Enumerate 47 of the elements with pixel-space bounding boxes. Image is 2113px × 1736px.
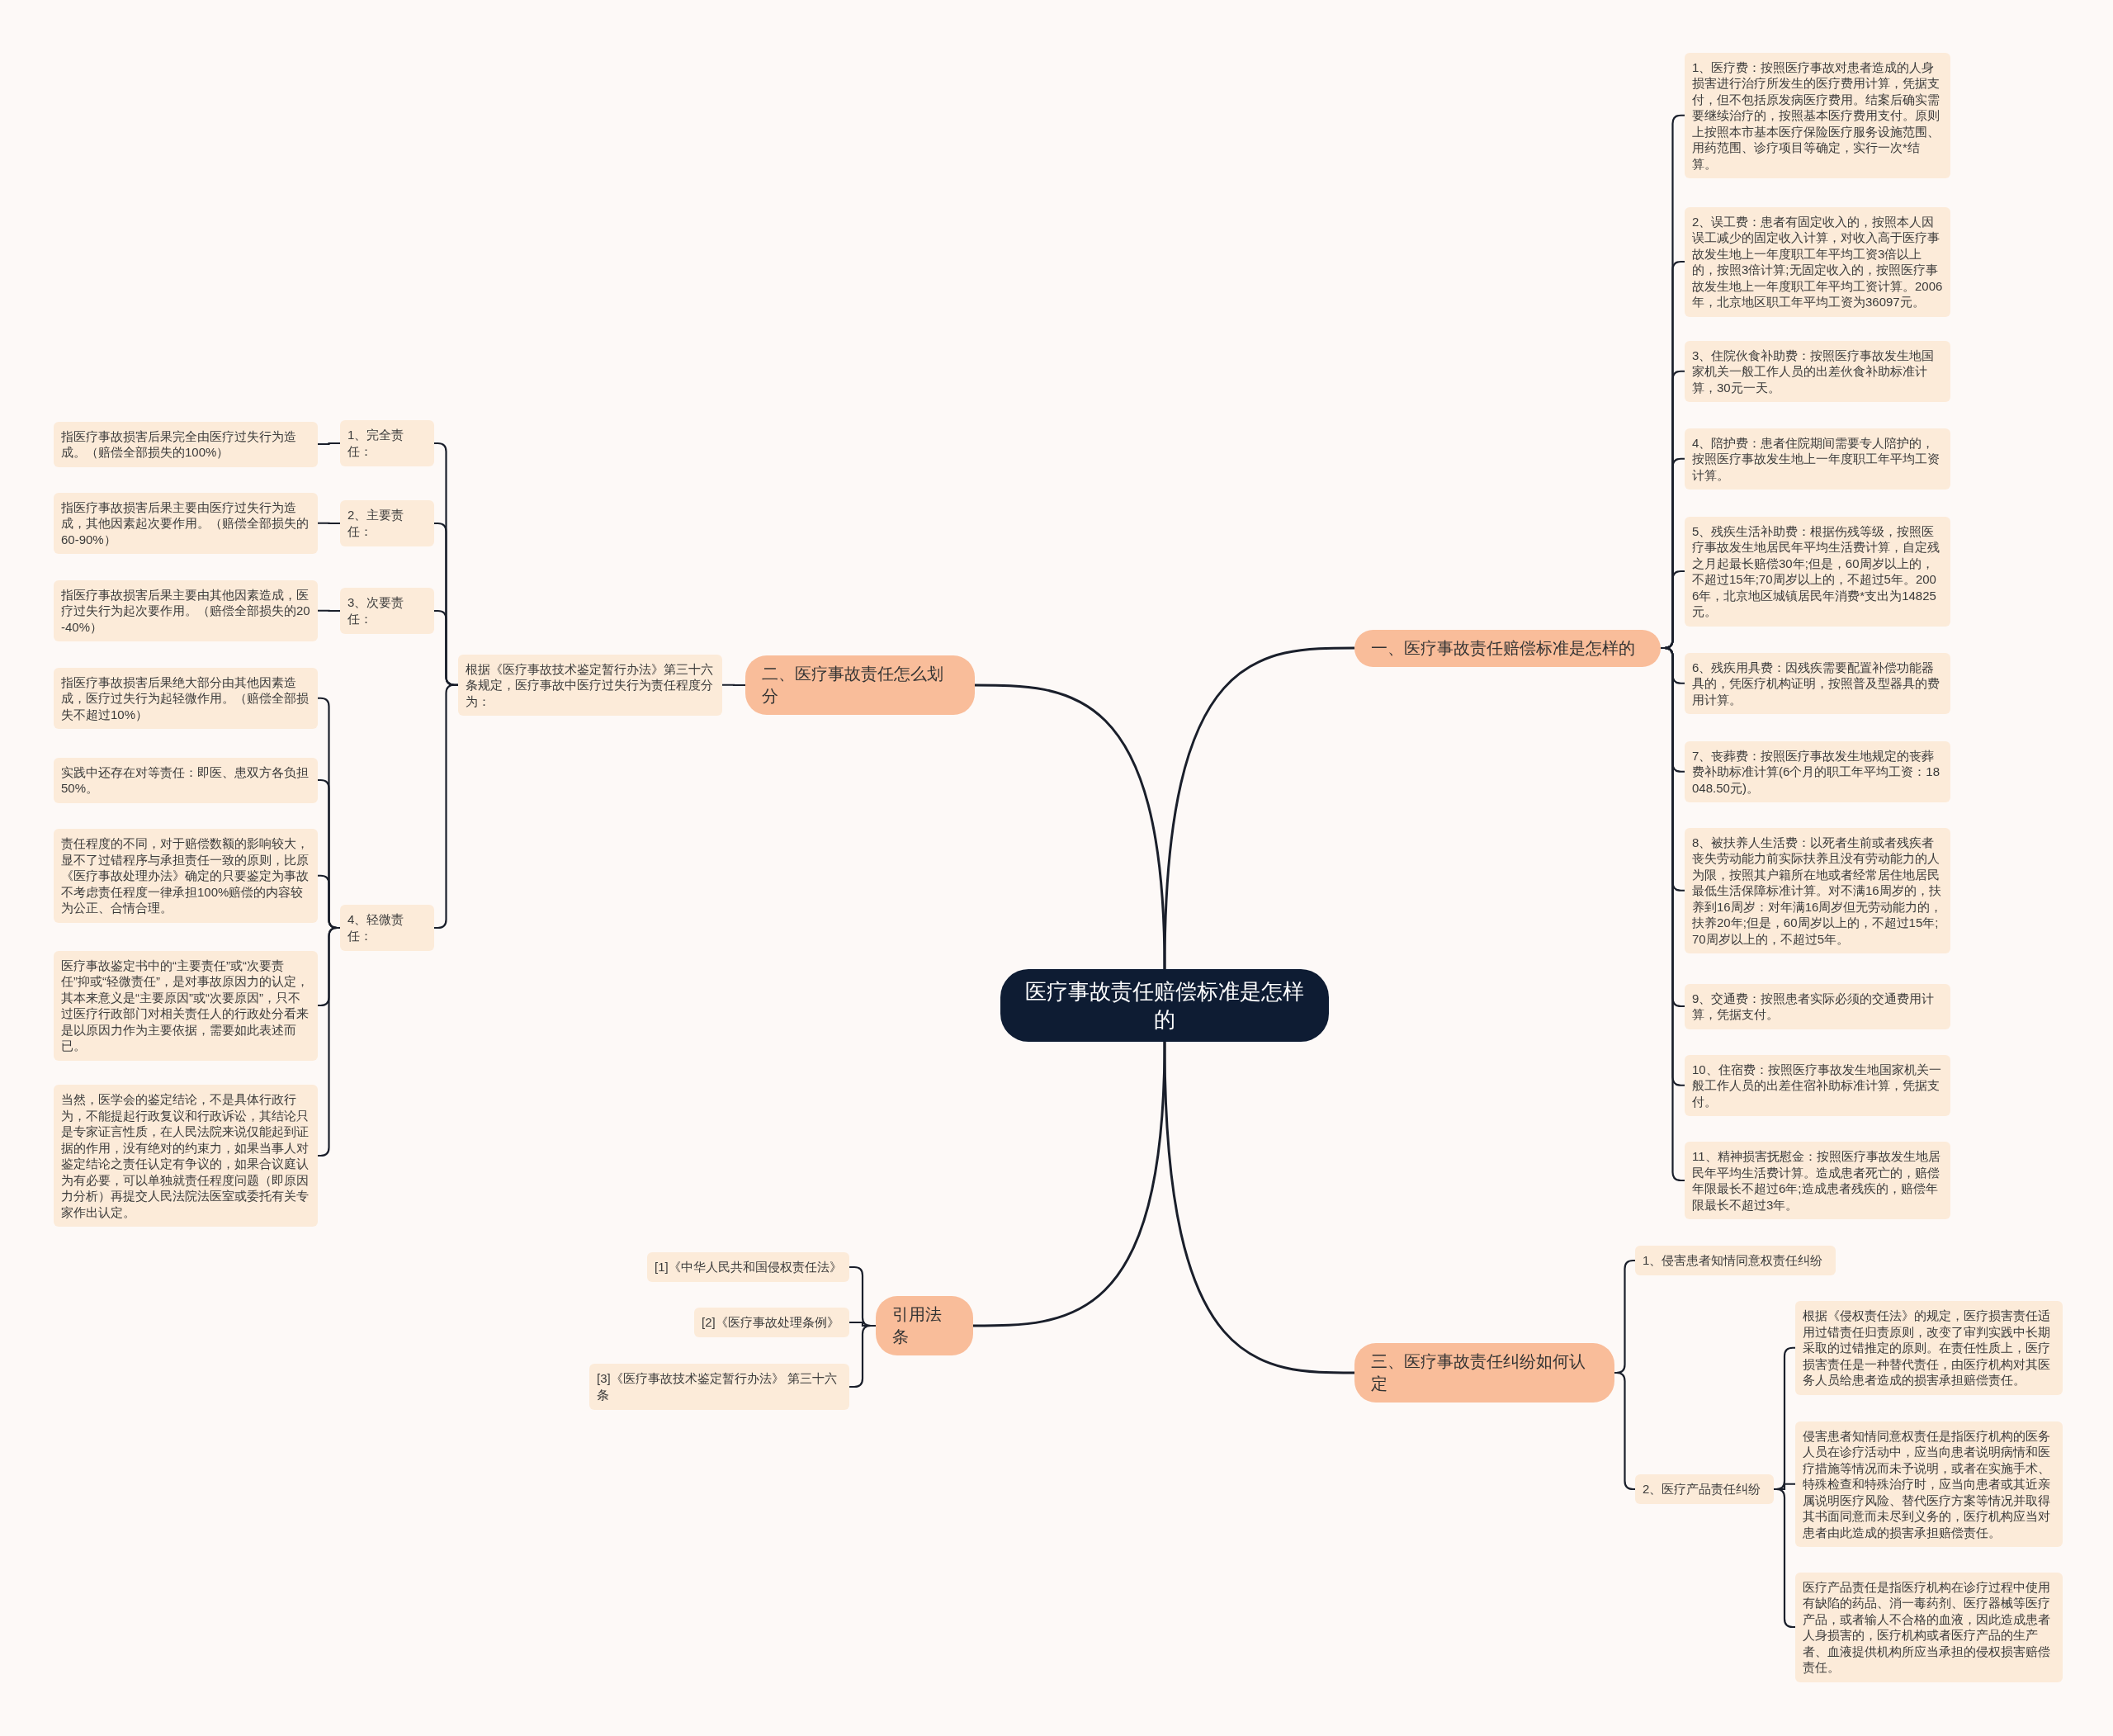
note-card: 11、精神损害抚慰金：按照医疗事故发生地居民年平均生活费计算。造成患者死亡的，赔偿年限最长不超过6年;造成患者残疾的，赔偿年限最长不超过3年。 bbox=[1685, 1142, 1950, 1219]
subtopic-card: [2]《医疗事故处理条例》 bbox=[694, 1308, 849, 1337]
note-card: 1、医疗费：按照医疗事故对患者造成的人身损害进行治疗所发生的医疗费用计算，凭据支付，但不包括原发病医疗费用。结案后确实需要继续治疗的，按照基本医疗费用支付。原则上按照本市基本医疗保险医疗服务设施范围、用药范围、诊疗项目等确定，实行一次*结算。 bbox=[1685, 52, 1950, 178]
connector-line bbox=[1774, 1488, 1795, 1629]
note-card: 医疗事故鉴定书中的“主要责任”或“次要责任”抑或“轻微责任”，是对事故原因力的认定，其本来意义是“主要原因”或“次要原因”，只不过医疗行政部门对相关责任人的行政处分看来是以原因力作为主要依据，需要如此表述而已。 bbox=[54, 950, 318, 1061]
note-card: 实践中还存在对等责任：即医、患双方各负担50%。 bbox=[54, 757, 318, 803]
note-card: 指医疗事故损害后果主要由其他因素造成，医疗过失行为起次要作用。（赔偿全部损失的20-40%） bbox=[54, 579, 318, 641]
branch-topic: 引用法条 bbox=[876, 1296, 973, 1355]
subtopic-card: 1、侵害患者知情同意权责任纠纷 bbox=[1635, 1246, 1836, 1275]
note-card: 当然，医学会的鉴定结论，不是具体行政行为，不能提起行政复议和行政诉讼，其结论只是专家证言性质，在人民法院来说仅能起到证据的作用，没有绝对的约束力，如果当事人对鉴定结论之责任认定有争议的，如果合议庭认为有必要，可以单独就责任程度问题（即原因力分析）再提交人民法院法医室或委托有关专家作出认定。 bbox=[54, 1085, 318, 1227]
note-card: 医疗产品责任是指医疗机构在诊疗过程中使用有缺陷的药品、消一毒药剂、医疗器械等医疗产品，或者输人不合格的血液，因此造成患者人身损害的，医疗机构或者医疗产品的生产者、血液提供机构所应当承担的侵权损害赔偿责任。 bbox=[1795, 1572, 2063, 1682]
branch-topic: 二、医疗事故责任怎么划分 bbox=[745, 655, 975, 715]
branch-topic: 一、医疗事故责任赔偿标准是怎样的 bbox=[1354, 629, 1661, 667]
note-card: 指医疗事故损害后果完全由医疗过失行为造成。（赔偿全部损失的100%） bbox=[54, 421, 318, 467]
subtopic-card: 4、轻微责任： bbox=[340, 905, 434, 951]
note-card: 10、住宿费：按照医疗事故发生地国家机关一般工作人员的出差住宿补助标准计算，凭据支付。 bbox=[1685, 1054, 1950, 1116]
connector-line bbox=[975, 684, 1166, 970]
note-card: 8、被扶养人生活费：以死者生前或者残疾者丧失劳动能力前实际扶养且没有劳动能力的人为限，按照其户籍所在地或者经常居住地居民最低生活保障标准计算。对不满16周岁的，扶养到16周岁：对年满16周岁但无劳动能力的，扶养20年;但是，60周岁以上的，不超过15年;70周岁以上的，不超过5年。 bbox=[1685, 827, 1950, 953]
subtopic-card: [1]《中华人民共和国侵权责任法》 bbox=[647, 1252, 849, 1282]
note-card: 侵害患者知情同意权责任是指医疗机构的医务人员在诊疗活动中，应当向患者说明病情和医疗措施等情况而未予说明，或者在实施手术、特殊检查和特殊治疗时，应当向患者或其近亲属说明医疗风险、替代医疗方案等情况并取得其书面同意而未尽到义务的，医疗机构应当对患者由此造成的损害承担赔偿责任。 bbox=[1795, 1421, 2063, 1547]
note-card: 4、陪护费：患者住院期间需要专人陪护的，按照医疗事故发生地上一年度职工年平均工资计算。 bbox=[1685, 428, 1950, 490]
note-card: 7、丧葬费：按照医疗事故发生地规定的丧葬费补助标准计算(6个月的职工年平均工资：18048.50元)。 bbox=[1685, 740, 1950, 802]
subtopic-card: 2、主要责任： bbox=[340, 500, 434, 546]
note-card: 6、残疾用具费：因残疾需要配置补偿功能器具的，凭医疗机构证明，按照普及型器具的费用计算。 bbox=[1685, 652, 1950, 714]
connector-line bbox=[1614, 1371, 1635, 1491]
connector-line bbox=[1163, 1041, 1354, 1374]
connector-line bbox=[973, 1041, 1166, 1327]
connector-line bbox=[318, 522, 340, 525]
note-card: 2、误工费：患者有固定收入的，按照本人因误工减少的固定收入计算，对收入高于医疗事故发生地上一年度职工年平均工资3倍以上的，按照3倍计算;无固定收入的，按照医疗事故发生地上一年度职工年平均工资计算。2006年，北京地区职工年平均工资为36097元。 bbox=[1685, 206, 1950, 317]
connector-line bbox=[318, 442, 340, 446]
note-card: 指医疗事故损害后果主要由医疗过失行为造成，其他因素起次要作用。（赔偿全部损失的60-90%） bbox=[54, 492, 318, 554]
note-card: 根据《医疗事故技术鉴定暂行办法》第三十六条规定，医疗事故中医疗过失行为责任程度分为： bbox=[458, 654, 722, 716]
connector-line bbox=[722, 684, 745, 687]
branch-topic: 三、医疗事故责任纠纷如何认定 bbox=[1354, 1343, 1614, 1403]
note-card: 3、住院伙食补助费：按照医疗事故发生地国家机关一般工作人员的出差伙食补助标准计算，30元一天。 bbox=[1685, 340, 1950, 402]
note-card: 9、交通费：按照患者实际必须的交通费用计算，凭据支付。 bbox=[1685, 983, 1950, 1029]
note-card: 根据《侵权责任法》的规定，医疗损害责任适用过错责任归责原则，改变了审判实践中长期采取的过错推定的原则。在责任性质上，医疗损害责任是一种替代责任，由医疗机构对其医务人员给患者造成的损害承担赔偿责任。 bbox=[1795, 1301, 2063, 1395]
connector-line bbox=[1163, 646, 1354, 970]
central-topic: 医疗事故责任赔偿标准是怎样的 bbox=[1000, 969, 1329, 1042]
subtopic-card: 3、次要责任： bbox=[340, 588, 434, 634]
subtopic-card: [3]《医疗事故技术鉴定暂行办法》 第三十六条 bbox=[589, 1364, 849, 1410]
connector-line bbox=[318, 609, 340, 613]
note-card: 5、残疾生活补助费：根据伤残等级，按照医疗事故发生地居民年平均生活费计算，自定残之月起最长赔偿30年;但是，60周岁以上的，不超过15年;70周岁以上的，不超过5年。2006年，北京地区城镇居民年消费*支出为14825元。 bbox=[1685, 516, 1950, 627]
note-card: 指医疗事故损害后果绝大部分由其他因素造成，医疗过失行为起轻微作用。（赔偿全部损失不超过10%） bbox=[54, 667, 318, 729]
subtopic-card: 2、医疗产品责任纠纷 bbox=[1635, 1474, 1774, 1504]
note-card: 责任程度的不同，对于赔偿数额的影响较大，显不了过错程序与承担责任一致的原则，比原《医疗事故处理办法》确定的只要鉴定为事故不考虑责任程度一律承担100%赔偿的内容较为公正、合情合理。 bbox=[54, 829, 318, 923]
subtopic-card: 1、完全责任： bbox=[340, 420, 434, 466]
